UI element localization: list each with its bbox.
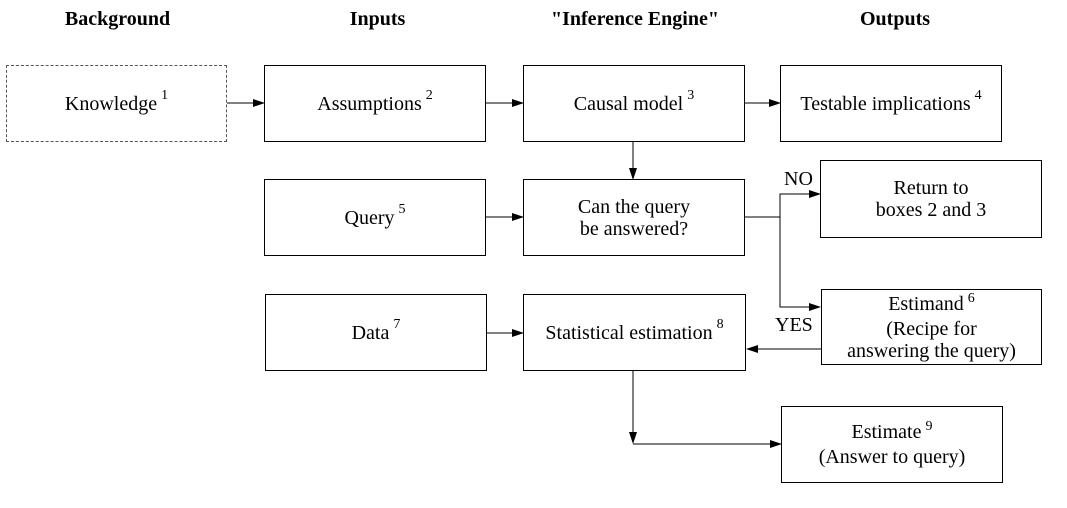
can-answer-line2: be answered? — [579, 217, 689, 240]
estimand-number: 6 — [967, 290, 975, 306]
query-number: 5 — [398, 201, 406, 217]
data-label: Data — [351, 321, 390, 344]
estimand-line3: answering the query) — [847, 339, 1016, 362]
return-to-line2: boxes 2 and 3 — [875, 199, 987, 221]
testable-implications-number: 4 — [974, 87, 982, 103]
arrow-no-to-return — [779, 190, 821, 217]
assumptions-number: 2 — [425, 87, 433, 103]
return-to-box: Return to boxes 2 and 3 — [820, 160, 1042, 238]
can-answer-box: Can the query be answered? — [523, 179, 745, 256]
estimate-number: 9 — [925, 419, 933, 434]
estimand-line2: (Recipe for — [886, 317, 977, 340]
knowledge-number: 1 — [161, 87, 169, 103]
estimate-label: Estimate — [851, 421, 922, 443]
return-to-line1: Return to — [893, 177, 969, 199]
header-background: Background — [64, 8, 171, 30]
header-outputs: Outputs — [859, 8, 931, 30]
data-number: 7 — [393, 316, 401, 332]
statistical-estimation-label: Statistical estimation — [545, 321, 713, 344]
header-inference-engine: "Inference Engine" — [551, 8, 719, 30]
can-answer-line1: Can the query — [577, 195, 691, 218]
header-inputs: Inputs — [349, 8, 406, 30]
causal-model-number: 3 — [687, 87, 695, 103]
estimand-label: Estimand — [888, 292, 964, 315]
assumptions-label: Assumptions — [317, 92, 422, 115]
knowledge-label: Knowledge — [64, 92, 158, 115]
testable-implications-label: Testable implications — [800, 92, 971, 115]
arrow-yes-to-estimand — [779, 217, 821, 311]
causal-model-label: Causal model — [573, 92, 684, 115]
no-label: NO — [784, 168, 813, 190]
estimate-line2: (Answer to query) — [818, 446, 966, 468]
query-label: Query — [344, 206, 395, 229]
statistical-estimation-number: 8 — [716, 316, 724, 332]
yes-label: YES — [775, 314, 813, 336]
